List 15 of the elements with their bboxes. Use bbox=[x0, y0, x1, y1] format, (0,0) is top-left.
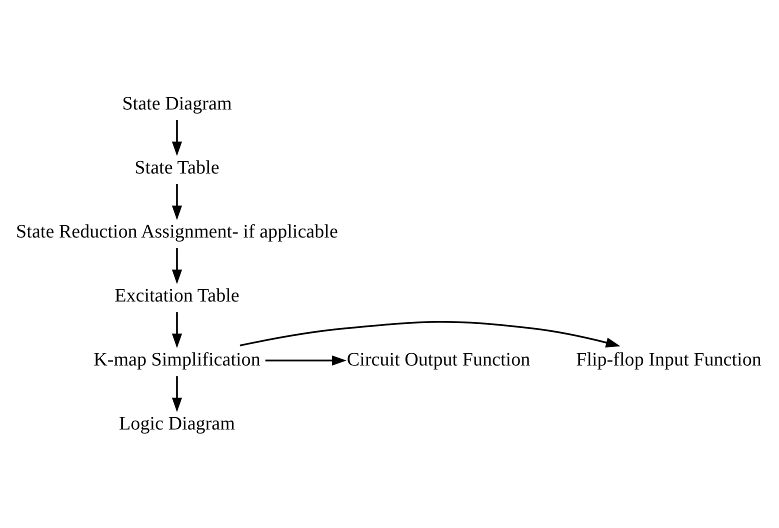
arrow bbox=[240, 320, 620, 347]
node-text: Logic Diagram bbox=[119, 413, 235, 434]
arrow bbox=[172, 376, 182, 412]
arrow bbox=[172, 248, 182, 284]
node-text: Excitation Table bbox=[114, 285, 240, 306]
node-text: State Reduction Assignment- if applicable bbox=[16, 221, 338, 242]
node-text: Flip-flop Input Function bbox=[576, 349, 762, 370]
node-text: State Diagram bbox=[122, 92, 232, 114]
arrow bbox=[172, 120, 182, 156]
arrow bbox=[172, 312, 182, 348]
node-text: K-map Simplification bbox=[94, 349, 260, 370]
arrow bbox=[265, 354, 347, 366]
node-text: Circuit Output Function bbox=[346, 349, 530, 370]
arrow bbox=[172, 184, 182, 220]
node-text: State Table bbox=[134, 157, 220, 178]
